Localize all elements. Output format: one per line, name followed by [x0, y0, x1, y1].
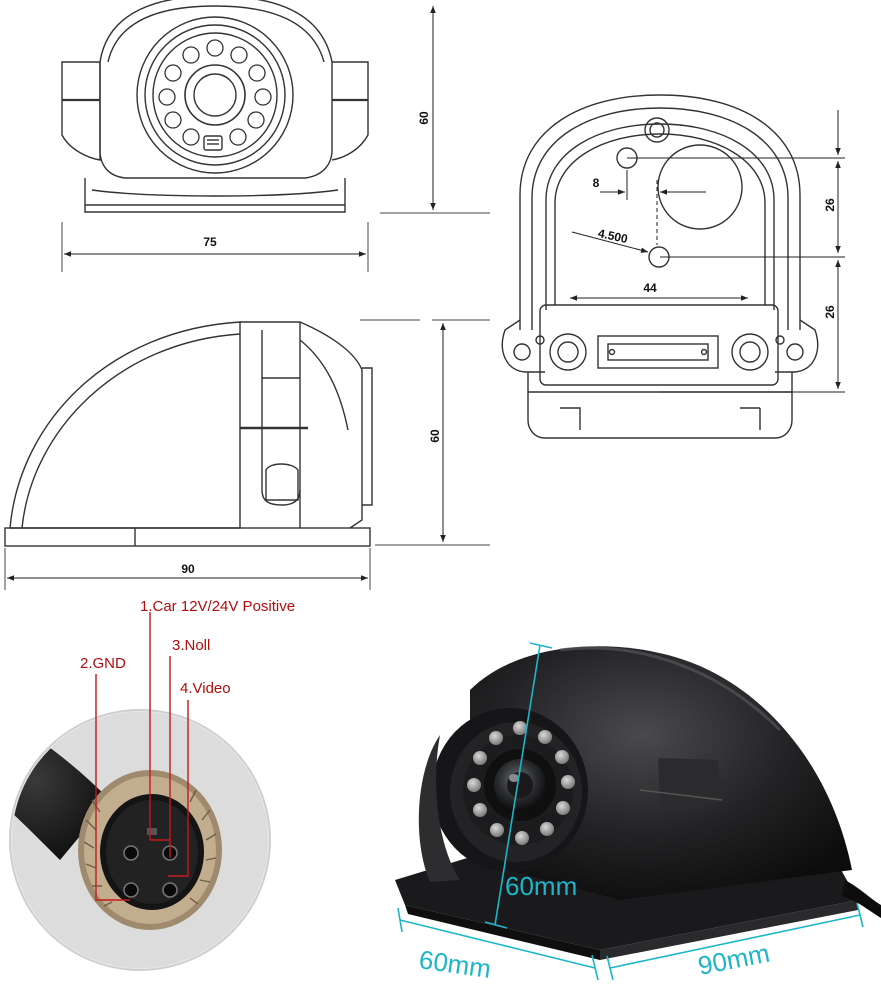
side-height-label: 60: [428, 429, 442, 443]
front-ir-led-ring: [158, 39, 272, 146]
pin-1-label: 1.Car 12V/24V Positive: [140, 598, 295, 615]
pin-3-label: 3.Noll: [172, 637, 210, 654]
pin-2-label: 2.GND: [80, 655, 126, 672]
side-height-dimension: 60: [360, 319, 490, 546]
front-height-dimension: 60: [380, 5, 490, 214]
photo-length-label: 90mm: [695, 938, 772, 981]
back-hole-label: 4.500: [597, 226, 630, 246]
side-view-drawing: [4, 321, 373, 547]
front-width-label: 75: [203, 235, 217, 249]
camera-photo: [395, 646, 881, 960]
back-spacing-label: 44: [643, 281, 657, 295]
back-lower-label: 26: [823, 305, 837, 319]
back-offset-label: 8: [593, 176, 600, 190]
front-width-dimension: 75: [61, 222, 369, 272]
front-height-label: 60: [417, 111, 431, 125]
photo-height-label: 60mm: [505, 871, 577, 901]
pin-4-label: 4.Video: [180, 680, 231, 697]
connector-photo: [9, 612, 271, 971]
side-width-label: 90: [181, 562, 195, 576]
photo-depth-label: 60mm: [417, 944, 493, 984]
side-width-dimension: 90: [4, 548, 371, 590]
back-upper-label: 26: [823, 198, 837, 212]
back-view-dimensions: [570, 110, 845, 393]
front-view-drawing: [61, 0, 369, 213]
back-view-drawing: [501, 94, 819, 439]
photo-dimension-lines: [397, 642, 864, 981]
